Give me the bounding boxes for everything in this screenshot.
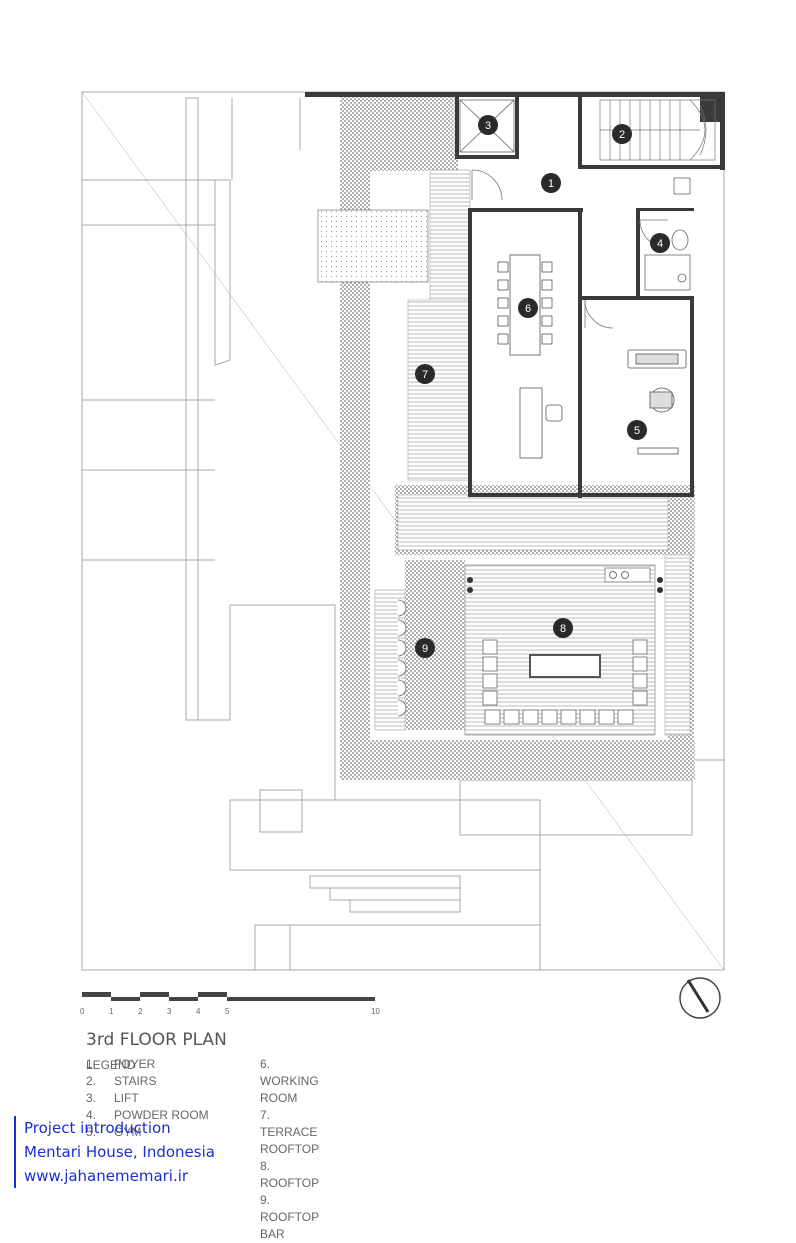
scale-label-3: 3	[167, 1007, 172, 1016]
scale-label-4: 4	[196, 1007, 201, 1016]
room-marker-5: 5	[627, 420, 647, 440]
room-marker-3: 3	[478, 115, 498, 135]
scale-label-2: 2	[138, 1007, 143, 1016]
scale-label-0: 0	[80, 1007, 85, 1016]
powder-room-fixtures	[644, 177, 691, 291]
watermark-line-project: Project introduction	[24, 1119, 171, 1137]
working-room-furniture	[497, 254, 563, 459]
scale-label-1: 1	[109, 1007, 114, 1016]
north-arrow-icon	[679, 977, 721, 1019]
watermark-line-website[interactable]: www.jahanememari.ir	[24, 1167, 189, 1185]
legend-heading: LEGEND	[86, 1058, 136, 1072]
scale-label-5: 5	[225, 1007, 230, 1016]
svg-text:9: 9	[422, 643, 428, 655]
site-outline	[81, 91, 725, 971]
legend-item: 7.TERRACE ROOFTOP	[260, 1108, 320, 1156]
svg-text:4: 4	[657, 238, 663, 250]
title-block: 3rd FLOOR PLAN LEGEND 1.FOYER 2.STAIRS 3…	[86, 1030, 319, 1241]
legend-item: 6.WORKING ROOM	[260, 1057, 319, 1105]
doors	[471, 169, 669, 329]
svg-text:5: 5	[634, 425, 640, 437]
room-marker-1: 1	[541, 173, 561, 193]
room-marker-2: 2	[612, 124, 632, 144]
legend-column-right: 6.WORKING ROOM 7.TERRACE ROOFTOP 8.ROOFT…	[260, 1056, 319, 1243]
svg-text:8: 8	[560, 623, 566, 635]
room-marker-4: 4	[650, 233, 670, 253]
legend-item: 4.POWDER ROOM	[86, 1108, 209, 1122]
room-markers: 1 2 3 4 5 6 7 8 9	[415, 115, 670, 658]
room-marker-8: 8	[553, 618, 573, 638]
terrace-deck	[374, 169, 691, 736]
scale-label-10: 10	[371, 1007, 380, 1016]
floor-plan-drawing: 1 2 3 4 5 6 7 8 9 0 1 2 3 4 5 10	[80, 91, 725, 1019]
svg-text:1: 1	[548, 178, 554, 190]
legend-item: 2.STAIRS	[86, 1074, 157, 1088]
room-marker-7: 7	[415, 364, 435, 384]
svg-text:7: 7	[422, 369, 428, 381]
rooftop-deck	[464, 564, 663, 736]
legend-item: 8.ROOFTOP	[260, 1159, 320, 1190]
legend-item: 1.FOYER	[86, 1057, 156, 1071]
svg-text:3: 3	[485, 120, 491, 132]
legend-item: 5.GYM	[86, 1125, 142, 1139]
watermark-caption: Project introduction Mentari House, Indo…	[14, 1116, 215, 1188]
walls	[305, 92, 725, 498]
svg-text:2: 2	[619, 129, 625, 141]
page-title: 3rd FLOOR PLAN	[86, 1030, 227, 1050]
bar-stools	[397, 599, 407, 717]
watermark-line-location: Mentari House, Indonesia	[24, 1143, 215, 1161]
svg-text:6: 6	[525, 303, 531, 315]
legend-item: 3.LIFT	[86, 1091, 139, 1105]
scale-bar: 0 1 2 3 4 5 10	[80, 992, 380, 1016]
legend-column-left: 1.FOYER 2.STAIRS 3.LIFT 4.POWDER ROOM 5.…	[86, 1056, 209, 1141]
room-marker-9: 9	[415, 638, 435, 658]
gym-equipment	[627, 349, 687, 455]
room-marker-6: 6	[518, 298, 538, 318]
